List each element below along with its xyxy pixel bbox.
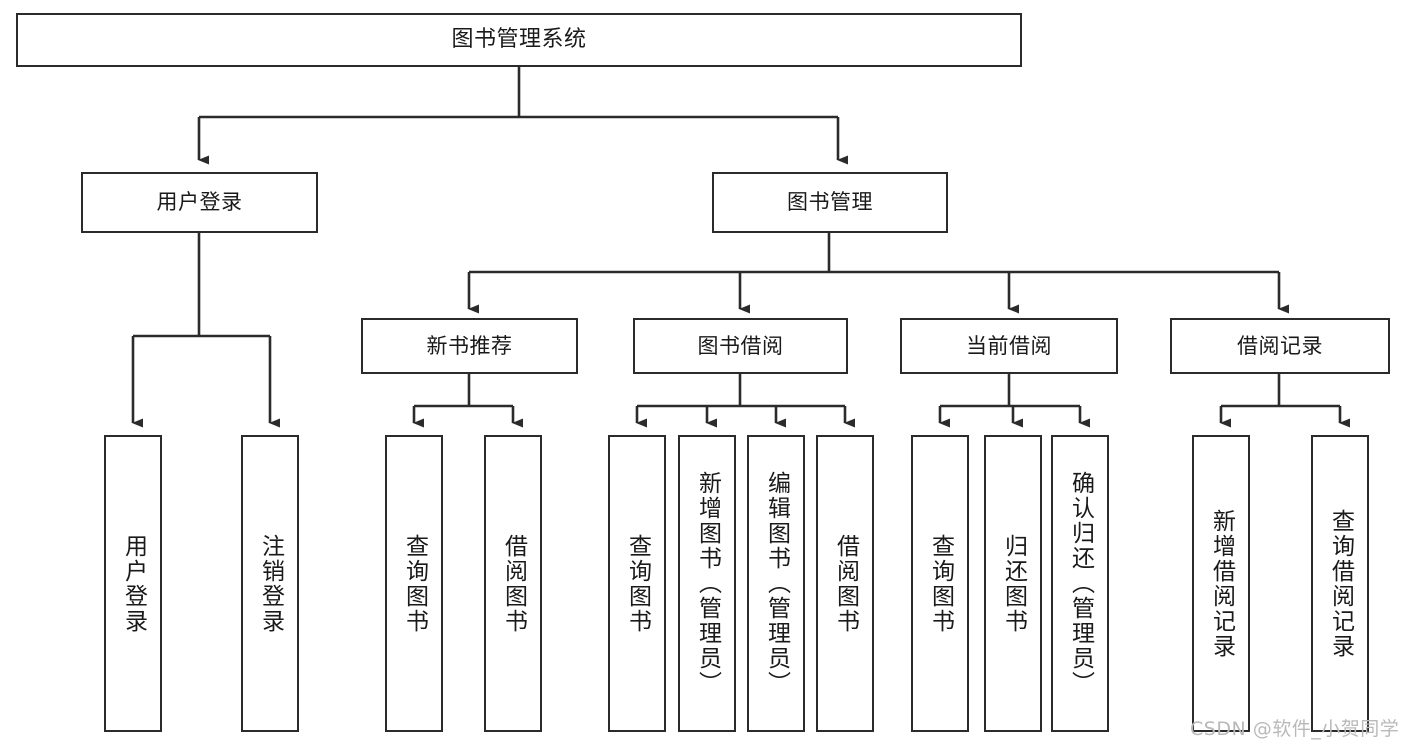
node-book-borrow[interactable]: 图书借阅 [633, 318, 848, 374]
node-label: 当前借阅 [966, 333, 1052, 358]
leaf-book-borrow-add-book[interactable]: 新增图书（管理员） [678, 435, 736, 732]
node-label: 查询图书 [624, 533, 651, 634]
node-label: 借阅图书 [832, 533, 859, 634]
node-label: 借阅记录 [1237, 333, 1323, 358]
leaf-new-book-query-book[interactable]: 查询图书 [385, 435, 443, 732]
node-label: 确认归还（管理员） [1067, 471, 1094, 696]
node-label: 查询图书 [927, 533, 954, 634]
leaf-borrow-record-query-record[interactable]: 查询借阅记录 [1311, 435, 1369, 732]
node-new-book-recommend[interactable]: 新书推荐 [361, 318, 578, 374]
leaf-book-borrow-edit-book[interactable]: 编辑图书（管理员） [747, 435, 805, 732]
node-label: 新增借阅记录 [1208, 508, 1235, 659]
node-label: 归还图书 [1000, 533, 1027, 634]
node-label: 用户登录 [156, 190, 243, 215]
node-label: 查询图书 [401, 533, 428, 634]
node-label: 用户登录 [120, 533, 147, 634]
leaf-current-borrow-confirm-return[interactable]: 确认归还（管理员） [1051, 435, 1109, 732]
node-label: 图书管理 [787, 190, 873, 215]
node-label: 新增图书（管理员） [694, 471, 721, 696]
node-current-borrow[interactable]: 当前借阅 [900, 318, 1118, 374]
node-label: 图书借阅 [697, 333, 784, 358]
leaf-user-login-logout[interactable]: 注销登录 [241, 435, 299, 732]
node-label: 图书管理系统 [451, 27, 587, 53]
node-root-system[interactable]: 图书管理系统 [16, 13, 1022, 67]
node-label: 借阅图书 [500, 533, 527, 634]
node-label: 查询借阅记录 [1327, 508, 1354, 659]
node-book-management[interactable]: 图书管理 [712, 172, 948, 233]
node-label: 注销登录 [257, 533, 284, 634]
node-label: 编辑图书（管理员） [763, 471, 790, 696]
node-user-login[interactable]: 用户登录 [81, 172, 318, 233]
leaf-new-book-borrow-book[interactable]: 借阅图书 [484, 435, 542, 732]
leaf-current-borrow-return-book[interactable]: 归还图书 [984, 435, 1042, 732]
leaf-book-borrow-query-book[interactable]: 查询图书 [608, 435, 666, 732]
node-borrow-record[interactable]: 借阅记录 [1170, 318, 1390, 374]
leaf-user-login-login[interactable]: 用户登录 [104, 435, 162, 732]
leaf-borrow-record-add-record[interactable]: 新增借阅记录 [1192, 435, 1250, 732]
leaf-book-borrow-borrow-book[interactable]: 借阅图书 [816, 435, 874, 732]
node-label: 新书推荐 [426, 333, 513, 358]
leaf-current-borrow-query-book[interactable]: 查询图书 [911, 435, 969, 732]
